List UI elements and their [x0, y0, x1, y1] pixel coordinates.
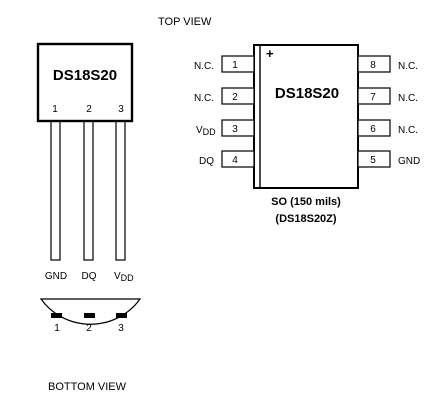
- so8-pin8-pad: [357, 55, 391, 73]
- so8-pin8-name: N.C.: [398, 61, 418, 72]
- to92-pin2-number: 2: [86, 104, 92, 115]
- so8-pin7-pad: [357, 87, 391, 105]
- so8-pin3-pad: [221, 119, 255, 137]
- to92-pin3-number: 3: [118, 104, 124, 115]
- top-view-label: TOP VIEW: [158, 16, 212, 28]
- to92-lead-2: [83, 120, 94, 261]
- bottom-pad-2: [84, 313, 95, 318]
- bottom-pad-1: [51, 313, 62, 318]
- so8-pin5-number: 5: [370, 155, 376, 166]
- to92-lead-3: [115, 120, 126, 261]
- so8-caption-line1: SO (150 mils): [271, 196, 341, 208]
- so8-pin4-number: 4: [232, 155, 238, 166]
- so8-pin5-pad: [357, 150, 391, 168]
- to92-lead-1: [50, 120, 61, 261]
- so8-marker: +: [266, 46, 274, 61]
- so8-caption-line2: (DS18S20Z): [275, 213, 336, 225]
- bottom-pin1-number: 1: [54, 323, 60, 334]
- bottom-view-label: BOTTOM VIEW: [48, 381, 127, 393]
- to92-pin3-name: VDD: [114, 271, 134, 283]
- bottom-pin2-number: 2: [86, 323, 92, 334]
- to92-pin1-number: 1: [52, 104, 58, 115]
- so8-pin2-pad: [221, 87, 255, 105]
- so8-pin2-number: 2: [232, 92, 238, 103]
- bottom-pad-3: [116, 313, 127, 318]
- bottom-pin3-number: 3: [118, 323, 124, 334]
- so8-pin4-name: DQ: [199, 156, 214, 167]
- so8-pin3-name: VDD: [196, 125, 216, 137]
- so8-pin2-name: N.C.: [194, 93, 214, 104]
- to92-part-label: DS18S20: [53, 67, 117, 84]
- so8-pin6-number: 6: [370, 124, 376, 135]
- to92-bottom-outline: [39, 298, 142, 325]
- so8-pin7-name: N.C.: [398, 93, 418, 104]
- so8-pin6-pad: [357, 119, 391, 137]
- to92-pin1-name: GND: [45, 271, 67, 282]
- so8-pin8-number: 8: [370, 60, 376, 71]
- so8-pin7-number: 7: [370, 92, 376, 103]
- so8-pin1-pad: [221, 55, 255, 73]
- to92-pin2-name: DQ: [82, 271, 97, 282]
- so8-pin5-name: GND: [398, 156, 420, 167]
- so8-pin1-name: N.C.: [194, 61, 214, 72]
- so8-part-label: DS18S20: [275, 85, 339, 102]
- so8-pin6-name: N.C.: [398, 125, 418, 136]
- so8-pin1-number: 1: [232, 60, 238, 71]
- so8-body: [253, 44, 359, 189]
- so8-pin4-pad: [221, 150, 255, 168]
- so8-pin3-number: 3: [232, 124, 238, 135]
